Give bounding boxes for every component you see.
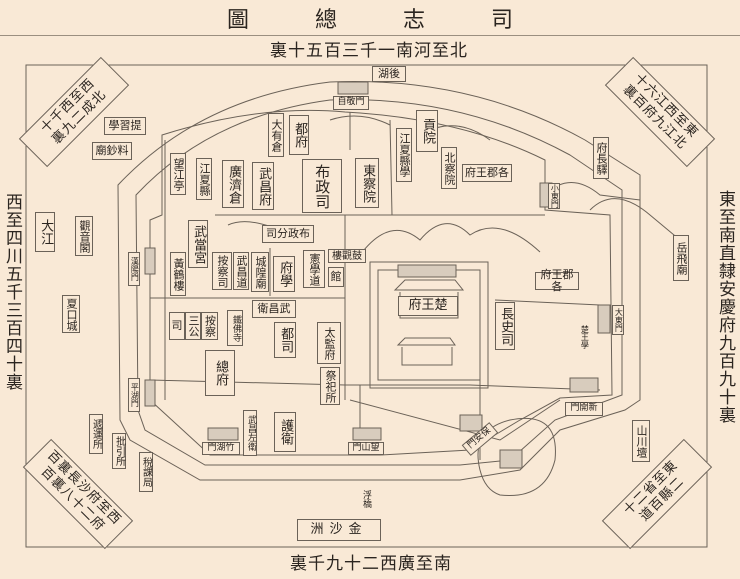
label-gong-yuan: 貢院 bbox=[416, 110, 438, 152]
label-da-you-cang: 大有倉 bbox=[268, 113, 284, 157]
title-char: 司 bbox=[490, 8, 513, 33]
title-char: 圖 bbox=[226, 8, 249, 33]
label-wuchang-fu: 武昌府 bbox=[252, 162, 274, 210]
city-wall bbox=[149, 109, 613, 456]
palace-rear-hall bbox=[396, 337, 456, 366]
label-gejun-wangfu: 府王郡各 bbox=[462, 164, 512, 182]
palace-wall bbox=[369, 261, 489, 389]
map-title: 圖 總 志 司 bbox=[0, 2, 740, 34]
label-san-gong: 三公 bbox=[185, 312, 201, 340]
east-distance: 東至南直隸安慶府九百九十裏 bbox=[715, 190, 735, 424]
label-zhu-hu-gate: 門湖竹 bbox=[202, 442, 240, 455]
label-buzheng-si: 布政司 bbox=[302, 159, 342, 213]
label-hanyang-gate: 漢陽門 bbox=[128, 252, 140, 286]
title-divider bbox=[0, 35, 740, 36]
label-yuefei-miao: 岳飛廟 bbox=[673, 235, 689, 281]
label-xian-xue-dao: 憲學道 bbox=[303, 250, 325, 288]
label-tiefo-si: 鐵佛寺 bbox=[227, 310, 243, 346]
label-taijian-fu: 太監府 bbox=[317, 322, 341, 364]
label-chu-wang-xue: 楚王學 bbox=[580, 325, 590, 349]
label-xue-guan-ti: 學習提 bbox=[104, 117, 146, 135]
label-zijing-gate: 自敬門 bbox=[333, 96, 369, 110]
label-xiao-dong-gate: 小東門 bbox=[548, 183, 560, 209]
west-distance: 西至四川五千三百四十裏 bbox=[2, 193, 22, 391]
label-hu-wei: 護衛 bbox=[274, 412, 296, 452]
label-buzheng-fensi: 司分政布 bbox=[262, 225, 314, 243]
label-du-si: 都司 bbox=[274, 322, 296, 358]
label-ancha: 按察 bbox=[201, 312, 218, 340]
label-diyun-suo: 遞運所 bbox=[89, 414, 103, 454]
label-wuchang-zuowei: 武昌左衛 bbox=[243, 410, 257, 456]
mountains bbox=[227, 115, 681, 256]
label-liao-chao-ju: 廟鈔料 bbox=[92, 142, 132, 160]
label-jisi-suo: 祭祀所 bbox=[320, 367, 340, 405]
label-fu-qiao: 浮橋 bbox=[360, 490, 371, 508]
label-bei-chayuan: 北察院 bbox=[441, 147, 457, 189]
label-guanyin-ge: 觀音閣 bbox=[75, 216, 93, 256]
north-distance: 裏十五百三千一南河至北 bbox=[270, 41, 468, 61]
label-jiangxia-xian: 江夏縣 bbox=[196, 158, 212, 200]
label-piyin-suo: 批引所 bbox=[112, 433, 126, 469]
label-fu-chang-yi: 府長驛 bbox=[593, 137, 609, 179]
label-changshi-si: 長史司 bbox=[495, 302, 515, 350]
map-frame bbox=[25, 64, 708, 548]
title-char: 總 bbox=[314, 8, 337, 33]
label-wuchang-wei: 衛昌武 bbox=[252, 300, 296, 318]
label-xiakou-cheng: 夏口城 bbox=[62, 295, 80, 333]
gate-towers bbox=[144, 81, 611, 469]
label-zong-fu: 總府 bbox=[205, 350, 235, 396]
label-da-jiang: 大江 bbox=[35, 212, 55, 252]
label-dong-chayuan: 東察院 bbox=[355, 158, 379, 208]
label-guan: 館 bbox=[328, 267, 344, 287]
label-guang-ji-cang: 廣濟倉 bbox=[222, 160, 244, 208]
label-wang-shan-gate: 門山望 bbox=[348, 442, 384, 455]
label-ancha-si: 按察司 bbox=[212, 252, 232, 290]
south-distance: 裏千九十二西廣至南 bbox=[290, 554, 452, 574]
label-chu-wangfu: 府王楚 bbox=[398, 296, 458, 316]
label-wudang-gong: 武當宮 bbox=[188, 220, 208, 268]
label-gejun-wangfu-east: 府王郡各 bbox=[535, 268, 579, 293]
label-hou-hu: 湖後 bbox=[372, 66, 406, 82]
label-gu-lou: 樓觀鼓 bbox=[328, 249, 366, 263]
label-xin-kai-gate: 門開新 bbox=[565, 402, 603, 416]
label-shanchuan-tan: 山川壇 bbox=[632, 420, 650, 462]
river-outer bbox=[117, 81, 641, 481]
label-wuchang-dao: 武昌道 bbox=[233, 252, 249, 290]
label-shuike-ju: 稅課局 bbox=[139, 452, 153, 492]
label-chenghuang-miao: 城隍廟 bbox=[251, 252, 269, 292]
label-fu-xue: 府學 bbox=[273, 256, 295, 292]
label-du-fu: 都府 bbox=[289, 115, 309, 155]
title-char: 志 bbox=[402, 8, 425, 33]
label-da-dong-gate: 大東門 bbox=[612, 305, 624, 335]
label-jiangxia-xianxue: 江夏縣學 bbox=[396, 128, 412, 182]
palace-inner-wall bbox=[377, 269, 481, 381]
label-si: 司 bbox=[169, 312, 185, 340]
label-jinsha-zhou: 洲沙金 bbox=[297, 519, 381, 541]
label-wang-jiang-ting: 望江亭 bbox=[170, 153, 186, 195]
label-huanghe-lou: 黃鶴樓 bbox=[170, 252, 186, 296]
label-pinghu-gate: 平湖門 bbox=[128, 378, 140, 412]
